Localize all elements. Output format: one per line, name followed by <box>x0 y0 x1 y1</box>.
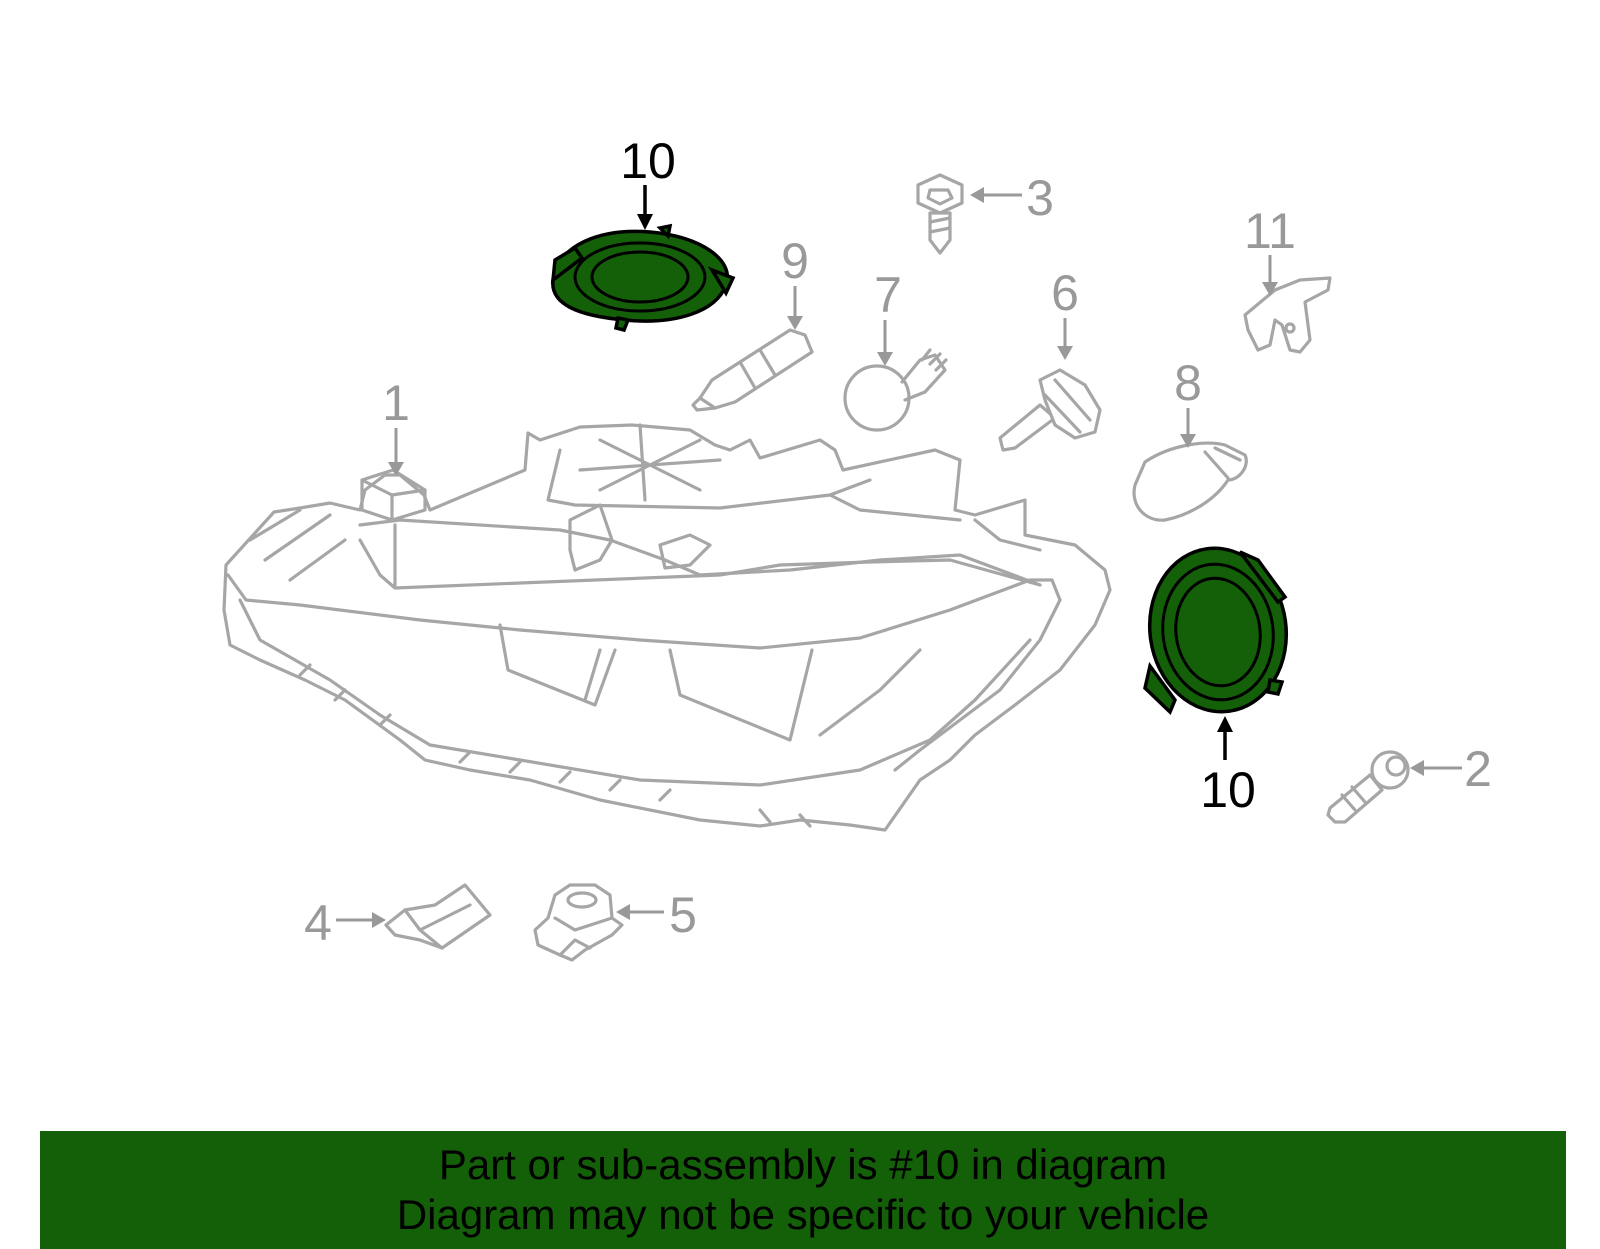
callout-5: 5 <box>669 887 697 943</box>
capsule-bulb-9 <box>691 328 814 412</box>
callout-4: 4 <box>304 895 332 951</box>
bulb-8 <box>1132 441 1248 522</box>
callout-1: 1 <box>382 375 410 431</box>
cover-cap-10-right <box>1143 546 1289 716</box>
callout-2: 2 <box>1464 741 1492 797</box>
callout-8: 8 <box>1174 355 1202 411</box>
cover-cap-10-top <box>550 223 736 333</box>
callout-11: 11 <box>1244 203 1296 259</box>
banner-line-2: Diagram may not be specific to your vehi… <box>396 1191 1210 1238</box>
headlamp-assembly <box>222 423 1112 832</box>
bracket-11 <box>1243 276 1332 354</box>
callout-labels: 1 2 3 4 5 6 7 8 9 10 10 11 <box>304 133 1492 951</box>
callout-7: 7 <box>874 267 902 323</box>
callout-arrows <box>336 185 1462 928</box>
banner-line-1: Part or sub-assembly is #10 in diagram <box>438 1141 1168 1188</box>
screw-3 <box>916 173 964 255</box>
callout-6: 6 <box>1051 265 1079 321</box>
callout-10-right: 10 <box>1200 762 1256 818</box>
wedge-bulb-7 <box>843 348 948 432</box>
clip-4 <box>384 883 492 950</box>
callout-3: 3 <box>1026 170 1054 226</box>
info-banner: Part or sub-assembly is #10 in diagram D… <box>40 1131 1566 1249</box>
bolt-2 <box>1326 750 1410 824</box>
callout-10-top: 10 <box>620 133 676 189</box>
halogen-bulb-6 <box>998 368 1102 452</box>
callout-9: 9 <box>781 233 809 289</box>
adjuster-5 <box>533 883 624 962</box>
